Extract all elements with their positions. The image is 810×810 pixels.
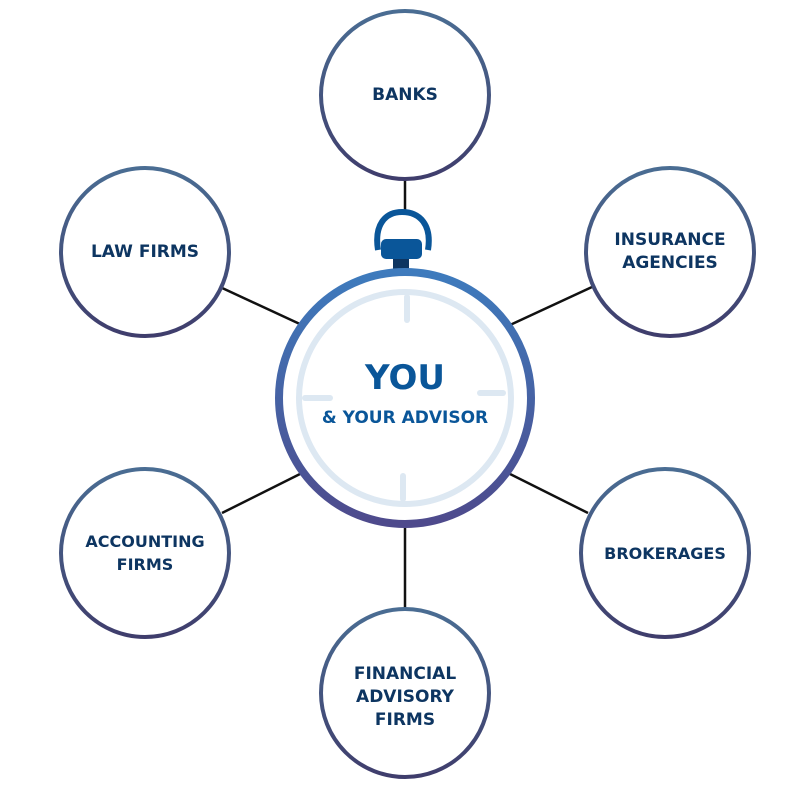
node-circle-financial [319, 607, 491, 779]
node-accounting-firms: ACCOUNTING FIRMS [85, 532, 205, 574]
node-insurance-agencies: INSURANCE AGENCIES [614, 230, 726, 273]
node-circle-insurance [584, 166, 756, 338]
connectors [219, 178, 593, 608]
connector-law [219, 285, 303, 327]
node-banks: BANKS [372, 84, 438, 105]
connector-accounting [221, 471, 303, 515]
node-circle-brokerages [579, 467, 751, 639]
stopwatch-icon [275, 208, 535, 528]
node-circle-accounting [59, 467, 231, 639]
connector-brokerages [507, 471, 589, 515]
node-rings [59, 9, 756, 779]
connector-insurance [509, 285, 593, 327]
node-circle-law [59, 166, 231, 338]
hub-subtitle: & YOUR ADVISOR [321, 408, 489, 428]
node-law-firms: LAW FIRMS [90, 241, 200, 262]
node-financial-advisory-firms: FINANCIAL ADVISORY FIRMS [353, 663, 457, 730]
node-brokerages: BROKERAGES [604, 543, 726, 563]
node-circle-banks [319, 9, 491, 181]
hub-title: YOU [365, 358, 445, 398]
